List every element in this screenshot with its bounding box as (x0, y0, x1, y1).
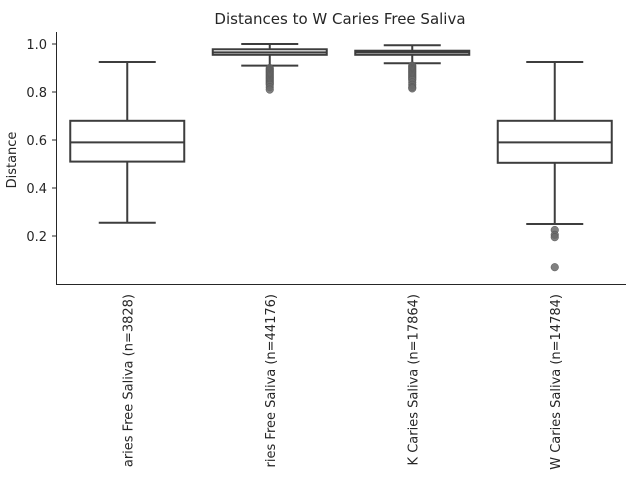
y-axis-label: Distance (5, 132, 20, 189)
x-category-label: aries Free Saliva (n=3828) (121, 294, 136, 467)
outlier-point (550, 263, 559, 272)
y-tick-label: 1.0 (26, 38, 47, 53)
y-tick-label: 0.4 (26, 182, 47, 197)
chart-title: Distances to W Caries Free Saliva (214, 10, 465, 28)
outlier-point (550, 233, 559, 242)
box-iqr (69, 119, 186, 163)
y-tick-label: 0.6 (26, 134, 47, 149)
x-category-label: K Caries Saliva (n=17864) (406, 294, 421, 465)
outlier-point (265, 85, 274, 94)
x-category-label: W Caries Saliva (n=14784) (549, 294, 564, 470)
x-category-label: ries Free Saliva (n=44176) (264, 294, 279, 467)
plot-area (52, 43, 613, 272)
outlier-point (408, 84, 417, 93)
y-tick-label: 0.2 (26, 230, 47, 245)
y-tick-label: 0.8 (26, 86, 47, 101)
